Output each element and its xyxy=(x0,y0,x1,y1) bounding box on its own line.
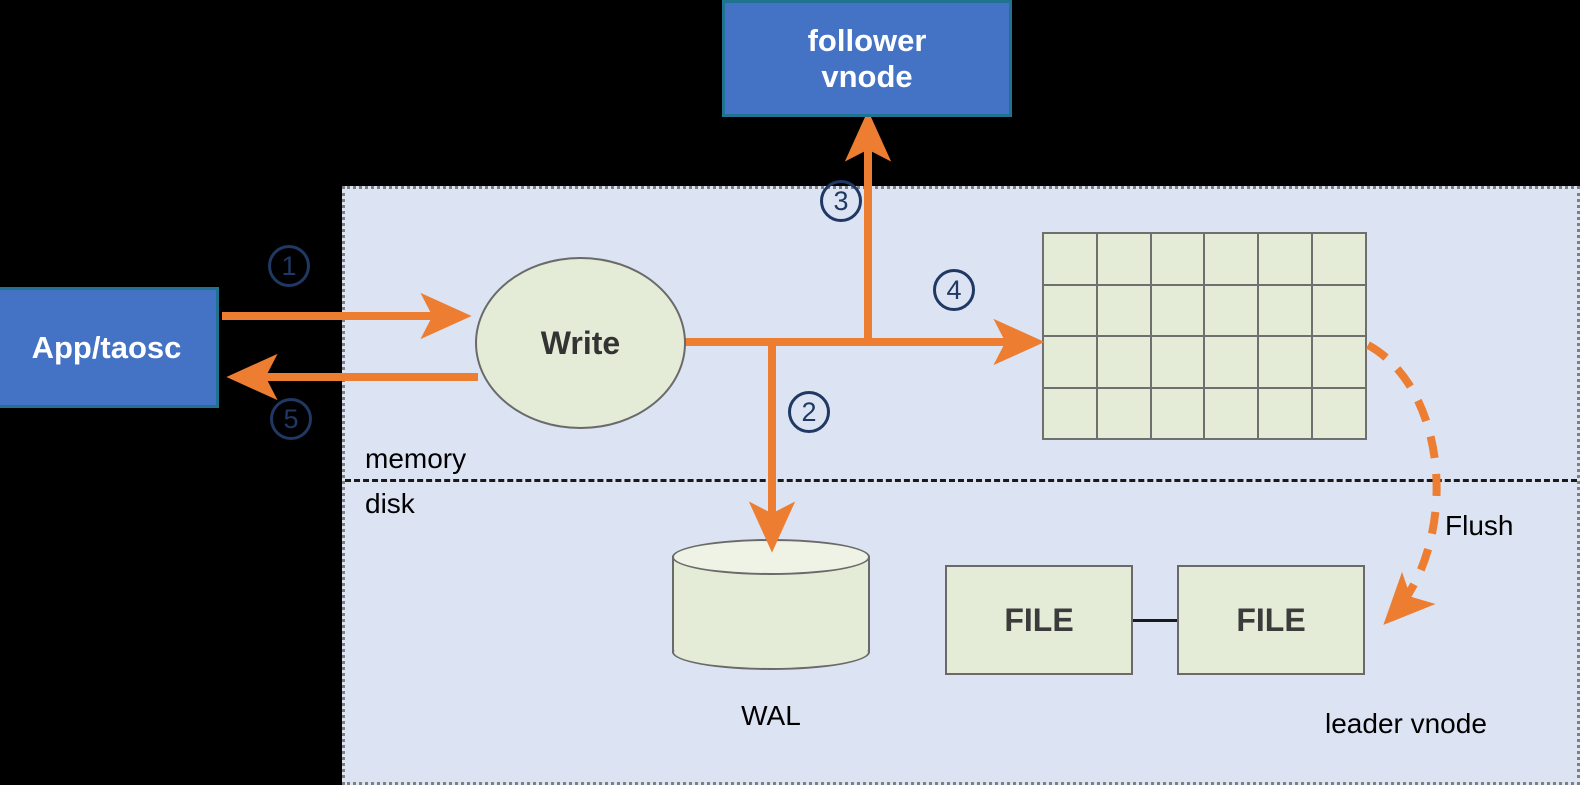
memtable-cell xyxy=(1313,337,1365,387)
file-box-2: FILE xyxy=(1177,565,1365,675)
memtable-cell xyxy=(1151,388,1204,438)
memtable-cell xyxy=(1097,285,1150,335)
memtable-cell xyxy=(1205,388,1258,438)
cylinder-top xyxy=(672,539,870,575)
memtable-cell xyxy=(1151,234,1204,284)
follower-vnode-line1: follower xyxy=(807,22,927,58)
memtable-cell xyxy=(1259,285,1312,335)
memtable-cell xyxy=(1259,388,1312,438)
leader-vnode-label: leader vnode xyxy=(1325,708,1487,739)
follower-vnode-box[interactable]: follower vnode xyxy=(722,0,1012,117)
memtable-cell xyxy=(1313,285,1365,335)
memtable-cell xyxy=(1259,234,1312,284)
step-number-2: 2 xyxy=(788,391,830,433)
disk-label: disk xyxy=(365,488,415,519)
memtable-cell xyxy=(1044,388,1096,438)
memtable-cell xyxy=(1259,337,1312,387)
step-number-1: 1 xyxy=(268,245,310,287)
memtable-cell xyxy=(1313,234,1365,284)
memtable-cell xyxy=(1151,337,1204,387)
follower-vnode-line2: vnode xyxy=(821,58,913,94)
wal-cylinder xyxy=(672,539,870,670)
memtable-cell xyxy=(1313,388,1365,438)
memtable-cell xyxy=(1151,285,1204,335)
memtable-cell xyxy=(1097,234,1150,284)
memtable-cell xyxy=(1097,388,1150,438)
file-box-1: FILE xyxy=(945,565,1133,675)
memtable-cell xyxy=(1205,337,1258,387)
memory-disk-divider xyxy=(345,479,1577,482)
memtable-grid xyxy=(1042,232,1367,440)
memory-label: memory xyxy=(365,443,467,474)
step-number-4: 4 xyxy=(933,269,975,311)
memtable-cell xyxy=(1044,285,1096,335)
memtable-cell xyxy=(1097,337,1150,387)
memtable-cell xyxy=(1044,234,1096,284)
flush-label: Flush xyxy=(1445,510,1514,541)
write-node[interactable]: Write xyxy=(475,257,686,429)
app-taosc-box[interactable]: App/taosc xyxy=(0,287,219,408)
step-number-5: 5 xyxy=(270,398,312,440)
wal-label: WAL xyxy=(741,700,801,731)
memtable-cell xyxy=(1205,234,1258,284)
step-number-3: 3 xyxy=(820,180,862,222)
memtable-cell xyxy=(1044,337,1096,387)
memtable-cell xyxy=(1205,285,1258,335)
file-link-connector xyxy=(1133,619,1177,622)
